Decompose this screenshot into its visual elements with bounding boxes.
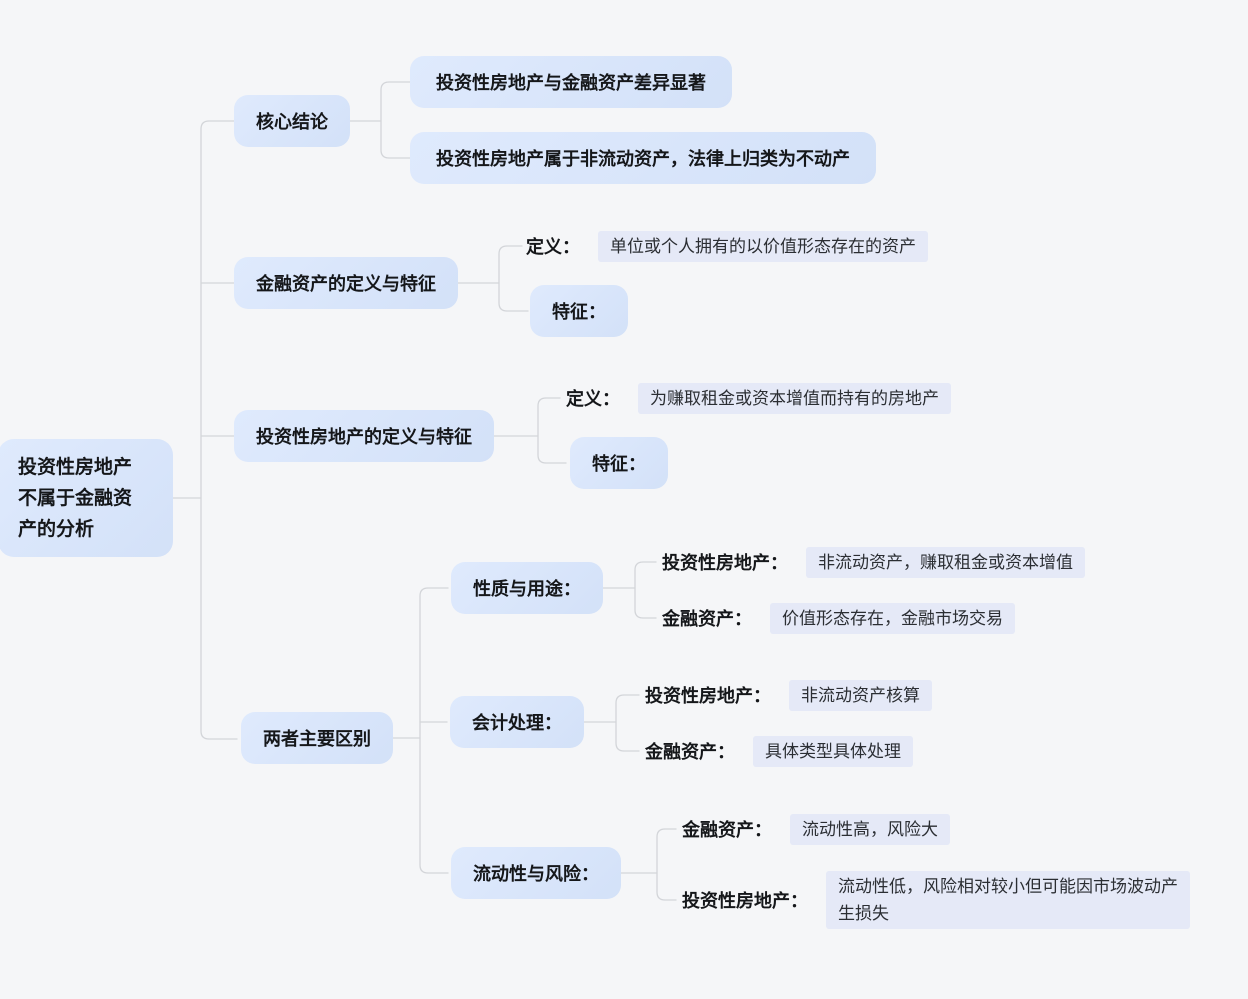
node-liquidity-investment-property[interactable]: 投资性房地产： 流动性低，风险相对较小但可能因市场波动产 生损失 (682, 866, 1190, 934)
branch-node-core-conclusion[interactable]: 核心结论 (234, 95, 350, 147)
connector-b4c-trunk (656, 828, 677, 901)
node-nature-investment-property[interactable]: 投资性房地产： 非流动资产，赚取租金或资本增值 (662, 546, 1085, 578)
connector-b1-trunk (380, 81, 416, 159)
root-node[interactable]: 投资性房地产 不属于金融资 产的分析 (0, 439, 173, 557)
branch-node-investment-property-definition[interactable]: 投资性房地产的定义与特征 (234, 410, 494, 462)
connector-b2-trunk (498, 245, 529, 312)
definition-value: 为赚取租金或资本增值而持有的房地产 (638, 382, 951, 414)
node-liquidity-financial-asset[interactable]: 金融资产： 流动性高，风险大 (682, 813, 950, 845)
financial-asset-label: 金融资产： (682, 820, 772, 840)
definition-label: 定义： (526, 237, 580, 257)
financial-asset-value: 价值形态存在，金融市场交易 (770, 602, 1015, 634)
financial-asset-label: 金融资产： (662, 609, 752, 629)
node-investment-features[interactable]: 特征： (570, 437, 668, 489)
connector-b4-trunk (419, 587, 449, 874)
connector-main-trunk (200, 120, 238, 740)
connector-b4b-trunk (615, 694, 640, 752)
node-nature-and-use[interactable]: 性质与用途： (451, 562, 603, 614)
connector-b4a-trunk (634, 561, 657, 619)
investment-property-label: 投资性房地产： (645, 686, 771, 706)
investment-property-value: 非流动资产，赚取租金或资本增值 (806, 546, 1085, 578)
node-accounting-investment-property[interactable]: 投资性房地产： 非流动资产核算 (645, 679, 932, 711)
node-investment-definition[interactable]: 定义： 为赚取租金或资本增值而持有的房地产 (566, 382, 951, 414)
branch-node-financial-asset-definition[interactable]: 金融资产的定义与特征 (234, 257, 458, 309)
node-financial-definition[interactable]: 定义： 单位或个人拥有的以价值形态存在的资产 (526, 230, 928, 262)
node-accounting-financial-asset[interactable]: 金融资产： 具体类型具体处理 (645, 735, 913, 767)
branch-node-main-differences[interactable]: 两者主要区别 (241, 712, 393, 764)
investment-property-label: 投资性房地产： (662, 553, 788, 573)
financial-asset-value: 流动性高，风险大 (790, 813, 950, 845)
leaf-node-difference-significant[interactable]: 投资性房地产与金融资产差异显著 (410, 56, 732, 108)
investment-property-value: 非流动资产核算 (789, 679, 932, 711)
investment-property-value: 流动性低，风险相对较小但可能因市场波动产 生损失 (826, 871, 1190, 929)
node-accounting-treatment[interactable]: 会计处理： (450, 696, 584, 748)
financial-asset-label: 金融资产： (645, 742, 735, 762)
node-financial-features[interactable]: 特征： (530, 285, 628, 337)
leaf-node-noncurrent-immovable[interactable]: 投资性房地产属于非流动资产，法律上归类为不动产 (410, 132, 876, 184)
financial-asset-value: 具体类型具体处理 (753, 735, 913, 767)
connector-b3-trunk (537, 397, 567, 464)
node-nature-financial-asset[interactable]: 金融资产： 价值形态存在，金融市场交易 (662, 602, 1015, 634)
node-liquidity-and-risk[interactable]: 流动性与风险： (451, 847, 621, 899)
definition-value: 单位或个人拥有的以价值形态存在的资产 (598, 230, 928, 262)
definition-label: 定义： (566, 389, 620, 409)
investment-property-label: 投资性房地产： (682, 891, 808, 911)
